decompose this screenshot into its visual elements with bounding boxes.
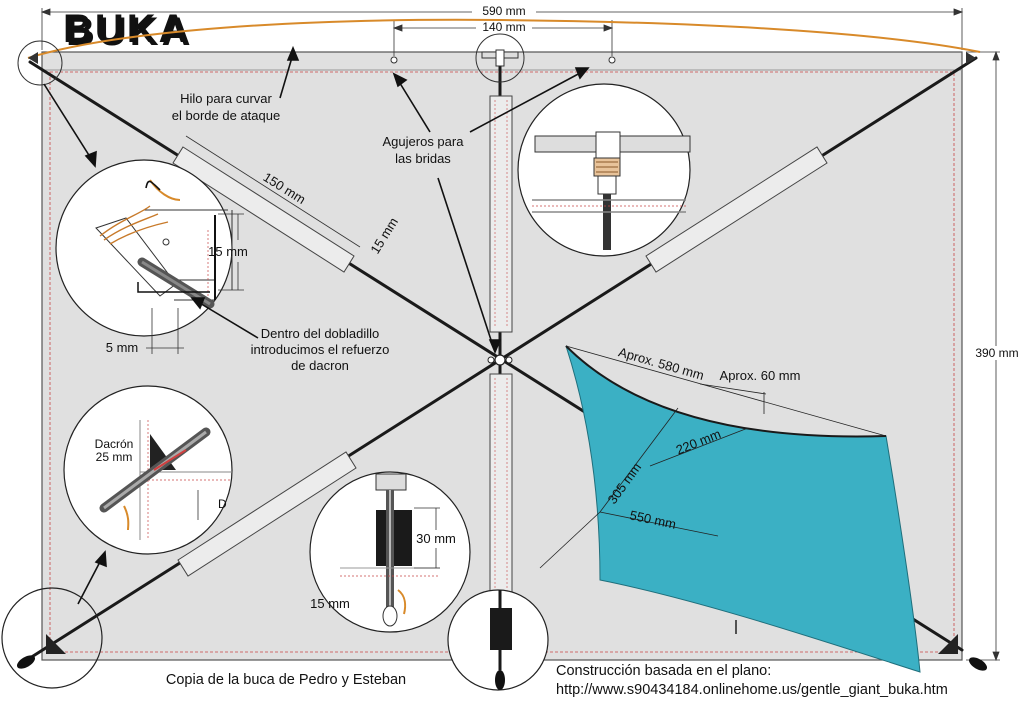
spine-top-connector (475, 33, 525, 83)
detail-spine-connector (517, 83, 691, 257)
bridle-hole-right (608, 56, 616, 64)
detail-dacron (63, 385, 233, 555)
spine-spar (487, 60, 513, 670)
pocket-15-label: 15 mm (310, 596, 350, 611)
hem-annotation-line1: Dentro del dobladillo (261, 326, 380, 341)
logo-text: BUKA (63, 7, 191, 51)
annotation-arrows (43, 45, 590, 605)
dacron-label-2: 25 mm (96, 450, 133, 464)
spacing-dimension-label: 140 mm (482, 20, 525, 34)
sail-curve-detail (539, 345, 921, 673)
holes-annotation-line1: Agujeros para (383, 134, 465, 149)
hem-annotation-line2: introducimos el refuerzo (251, 342, 390, 357)
tip-15-label: 15 mm (208, 244, 248, 259)
pocket-30-label: 30 mm (416, 531, 456, 546)
thread-annotation-line2: el borde de ataque (172, 108, 280, 123)
pocket-150-dim (185, 135, 361, 248)
leading-edge-thread (27, 18, 981, 59)
approx-60-label: Aprox. 60 mm (720, 368, 801, 383)
hem-annotation-line3: de dacron (291, 358, 349, 373)
cut-label: D (218, 497, 227, 511)
hem-5-dim (146, 308, 184, 354)
spar-pockets (172, 146, 828, 577)
corner-zoom-circle (17, 40, 63, 86)
height-dimension-label: 390 mm (975, 346, 1018, 360)
bridle-hole-left (390, 56, 398, 64)
footer-based-line1: Construcción basada en el plano: (556, 663, 771, 679)
hem-5-label: 5 mm (106, 340, 139, 355)
buka-logo: BUKA BUKA (63, 7, 191, 54)
tip-15-dim (218, 213, 244, 291)
detail-tail (447, 589, 549, 691)
detail-leading-edge (55, 159, 233, 337)
holes-annotation-line2: las bridas (395, 151, 451, 166)
footer-based-line2: http://www.s90434184.onlinehome.us/gentl… (556, 682, 948, 698)
width-dimension-label: 590 mm (482, 4, 525, 18)
dacron-label-1: Dacrón (95, 437, 134, 451)
corner-bottom-left-circle (1, 587, 103, 689)
pocket-30-dim (414, 507, 440, 569)
detail-spine-pocket (309, 471, 471, 633)
thread-annotation-line1: Hilo para curvar (180, 91, 272, 106)
footer-copy: Copia de la buca de Pedro y Esteban (166, 672, 406, 688)
